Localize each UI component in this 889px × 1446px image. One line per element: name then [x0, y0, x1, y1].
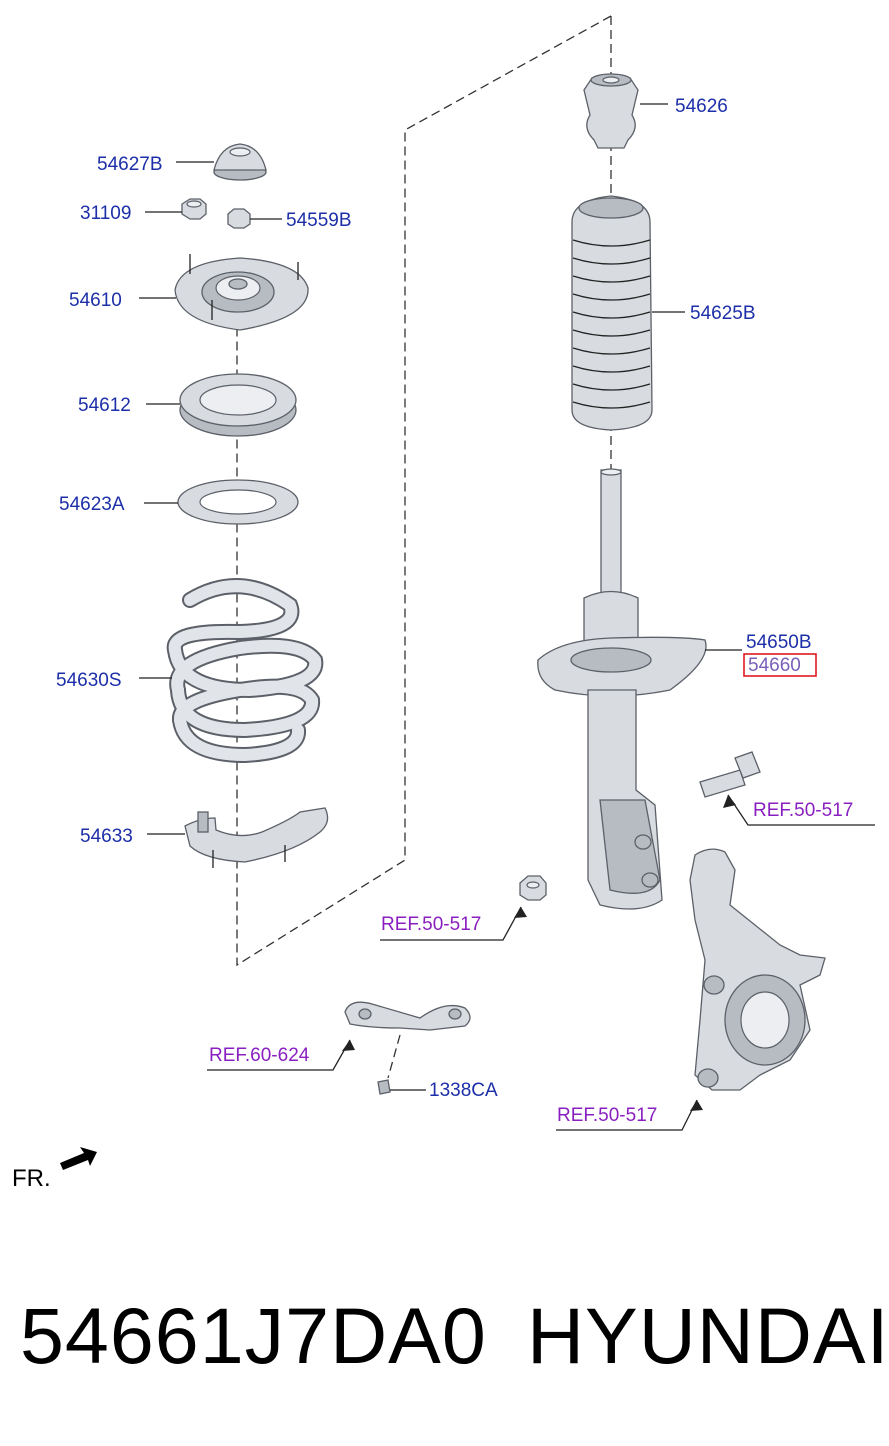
part-54623A-pad [177, 479, 299, 525]
part-bolt [699, 751, 761, 798]
label-54650B: 54650B [746, 632, 812, 653]
part-54559B-nut [227, 208, 251, 229]
part-54627B-cap [213, 143, 267, 181]
part-number: 54661J7DA0 [20, 1291, 487, 1380]
label-54633: 54633 [80, 826, 133, 847]
label-54625B: 54625B [690, 303, 756, 324]
part-54626-bumpstop [583, 73, 639, 149]
label-54660: 54660 [748, 655, 801, 676]
part-1338CA-clip [377, 1034, 401, 1095]
part-54630S-spring [166, 578, 324, 764]
label-54559B: 54559B [286, 210, 352, 231]
part-bracket [344, 1001, 471, 1031]
part-knuckle [689, 848, 826, 1091]
assembly-dashed-outline [236, 15, 612, 967]
brand-name: HYUNDAI [527, 1291, 889, 1380]
highlight-box-54660 [743, 653, 817, 677]
part-54610-mount [174, 254, 309, 331]
part-54650B-strut [537, 468, 707, 910]
ref-label-nut: REF.50-517 [381, 914, 481, 935]
ref-label-knuckle: REF.50-517 [557, 1105, 657, 1126]
strut-assembly-diagram: 54627B 31109 54559B 54610 54612 54623A 5… [56, 15, 875, 1170]
label-31109: 31109 [80, 203, 131, 224]
part-54625B-boot [571, 195, 653, 431]
footer: 54661J7DA0 HYUNDAI [0, 1290, 889, 1410]
part-nut [519, 875, 547, 901]
label-54623A: 54623A [59, 494, 125, 515]
label-54626: 54626 [675, 96, 728, 117]
label-54630S: 54630S [56, 670, 122, 691]
label-54610: 54610 [69, 290, 122, 311]
part-31109-nut [181, 198, 207, 220]
front-direction-arrow-icon [60, 1147, 97, 1170]
label-54612: 54612 [78, 395, 131, 416]
front-direction-label: FR. [12, 1165, 51, 1192]
part-54612-bearing [179, 373, 297, 437]
label-54627B: 54627B [97, 154, 163, 175]
ref-label-bracket: REF.60-624 [209, 1045, 310, 1066]
part-54633-lower-pad [184, 807, 329, 868]
leader-lines [139, 103, 875, 1131]
ref-label-bolt: REF.50-517 [753, 800, 853, 821]
label-1338CA: 1338CA [429, 1080, 498, 1101]
